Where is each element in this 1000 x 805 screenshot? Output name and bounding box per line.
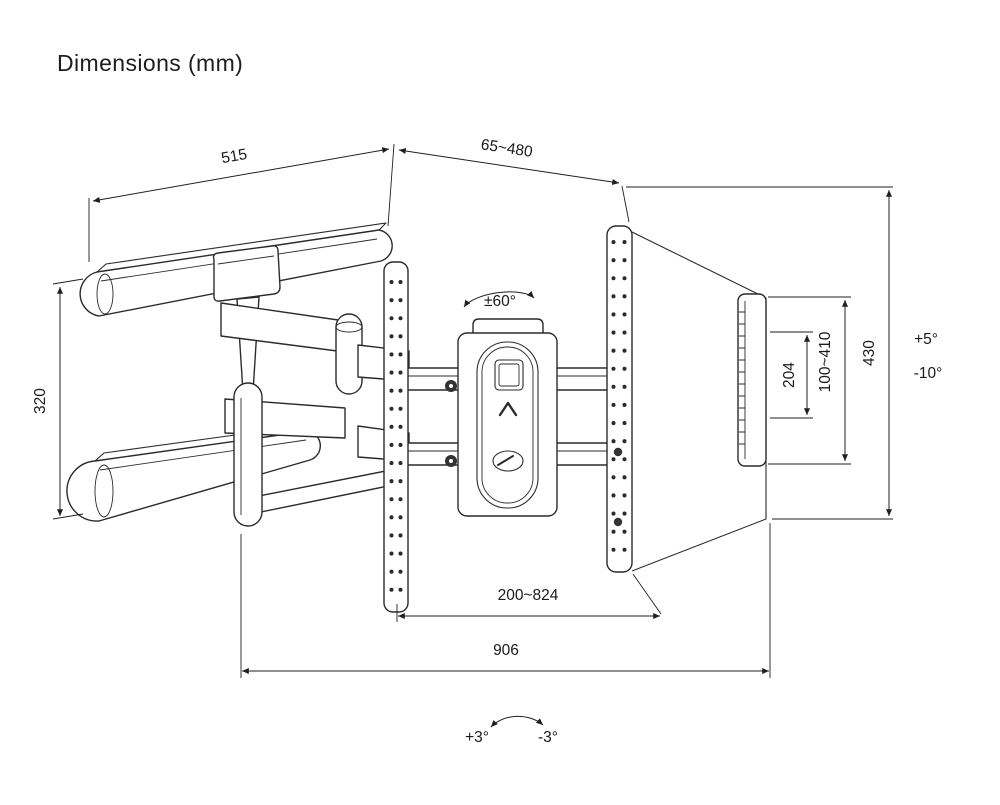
- far-bracket-rail: [737, 293, 767, 467]
- head-stadium-inner: [481, 346, 534, 504]
- left-rail-body: [383, 261, 409, 613]
- dim-rail-span-range: 200~824: [396, 573, 662, 622]
- dim-320-label: 320: [32, 388, 49, 414]
- dim-204-label: 204: [781, 362, 798, 388]
- center-head-unit: [457, 318, 558, 517]
- far-bracket-teeth: [739, 311, 745, 445]
- rail-clamp: [212, 245, 281, 302]
- dim-200-824-label: 200~824: [498, 587, 559, 604]
- head-oval-lever: [497, 455, 514, 466]
- dim-906-label: 906: [493, 642, 519, 659]
- up-arrow-mark: [498, 401, 518, 417]
- dim-wall-plate-height: 320: [32, 278, 84, 520]
- tilt-up-label: +5°: [914, 331, 938, 348]
- head-window-inner: [498, 363, 520, 387]
- clamp-inner-line: [217, 255, 275, 265]
- lower-screw-center: [449, 459, 453, 463]
- articulating-arms: [220, 296, 410, 527]
- head-window: [494, 359, 524, 391]
- dim-tilt-range: +5° -10°: [914, 331, 943, 382]
- head-oval-port: [492, 450, 524, 472]
- dim-515-line: [92, 147, 390, 203]
- crossbar-screws: [445, 380, 457, 467]
- right-rail-bolt-1: [613, 447, 623, 457]
- level-plus-label: +3°: [465, 729, 489, 746]
- lower-strut: [253, 468, 399, 514]
- elbow-pivot-top: [335, 321, 363, 333]
- dimension-annotations: 515 65~480 320 430: [32, 136, 942, 746]
- dim-430-label: 430: [861, 340, 878, 366]
- dim-65-480-label: 65~480: [480, 136, 534, 161]
- dim-320-ext-bottom: [52, 513, 84, 520]
- dim-vesa-height-range: 100~410: [768, 296, 851, 465]
- left-tv-rail: [383, 261, 409, 613]
- dim-level-adjust: +3° -3°: [465, 715, 558, 746]
- far-bracket-body: [737, 293, 767, 467]
- dim-swivel-range: ±60°: [463, 291, 535, 310]
- top-rail-end-cap: [96, 273, 114, 315]
- head-stadium-outer: [476, 341, 539, 509]
- dim-320-ext-top: [52, 278, 84, 285]
- clamp-body: [212, 245, 281, 302]
- head-body: [457, 332, 558, 517]
- mount-drawing: [66, 222, 767, 613]
- dim-65-480-line: [398, 148, 620, 185]
- front-post: [233, 382, 263, 527]
- swivel-label: ±60°: [484, 293, 516, 310]
- dim-extension-range: 65~480: [398, 136, 630, 223]
- dim-wall-plate-width: 515: [88, 143, 395, 262]
- bottom-rail-inner-line: [99, 439, 307, 471]
- right-rail-bolt-2: [613, 517, 623, 527]
- dim-100-410-label: 100~410: [817, 331, 834, 392]
- dim-65-480-ext-right: [621, 185, 630, 223]
- level-arc-arrow: [490, 715, 544, 728]
- head-top-tab: [472, 318, 544, 334]
- bottom-rail-end-cap: [94, 464, 114, 518]
- dim-total-height: 430: [626, 186, 893, 520]
- dim-200-824-ext-right: [632, 573, 662, 615]
- tilt-down-label: -10°: [914, 365, 943, 382]
- dim-max-width: 906: [240, 523, 771, 678]
- swivel-arc-arrow: [463, 291, 535, 308]
- dim-515-ext-right: [387, 143, 395, 227]
- dim-bracket-height: 204: [770, 331, 813, 419]
- elbow-pivot-cylinder: [335, 313, 363, 395]
- upper-screw-center: [449, 384, 453, 388]
- page-title: Dimensions (mm): [57, 50, 244, 76]
- right-tv-rail: [606, 225, 633, 573]
- top-rail-top-face: [96, 222, 387, 273]
- level-minus-label: -3°: [538, 729, 558, 746]
- dim-515-label: 515: [220, 146, 248, 167]
